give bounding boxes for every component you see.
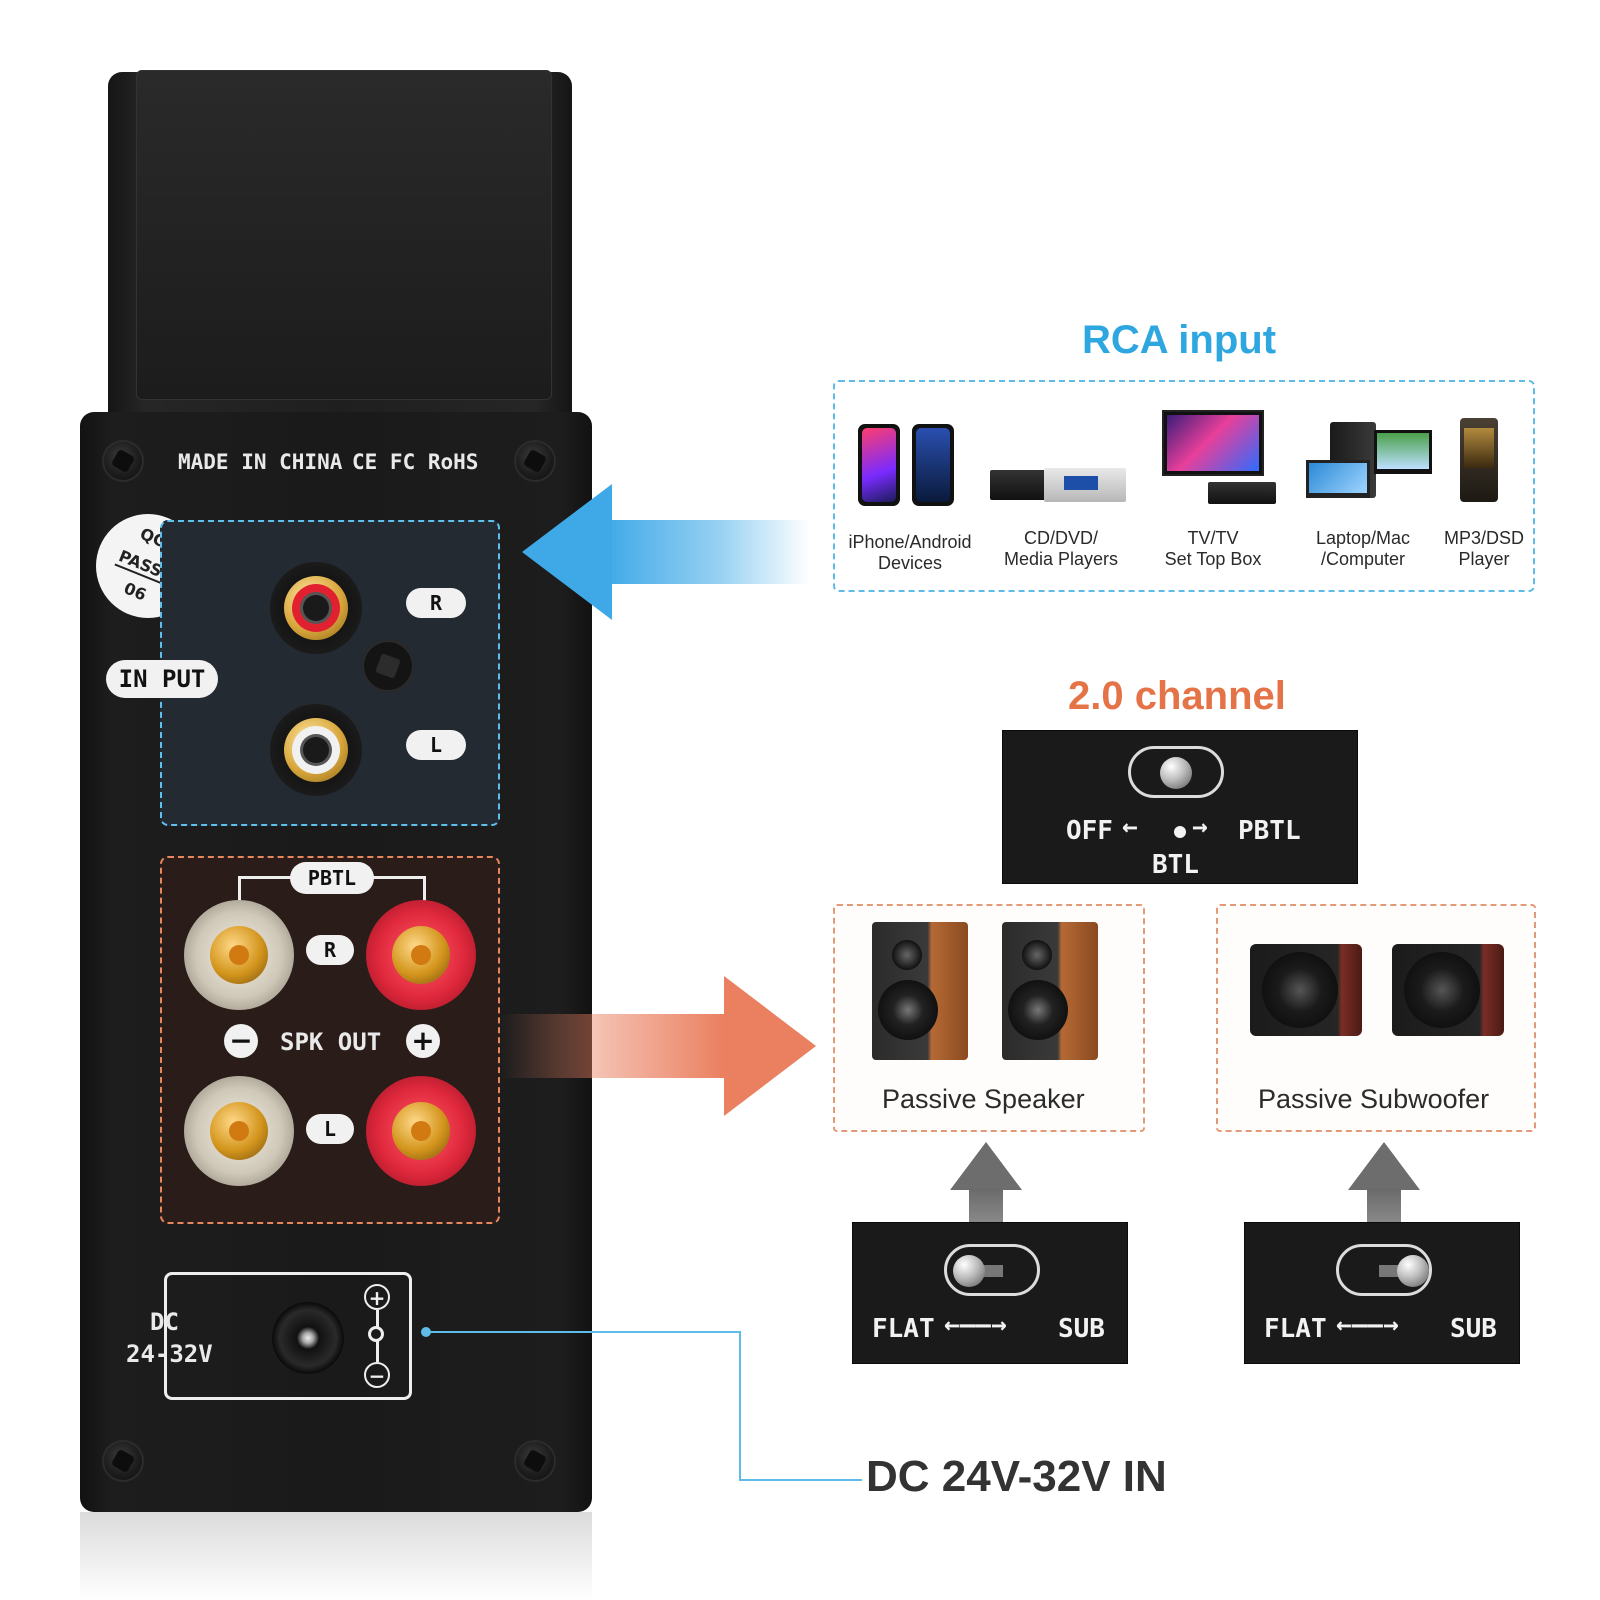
- speaker-icon: [872, 922, 968, 1060]
- certification-marks: CE FC RoHS: [352, 450, 479, 474]
- switch-btl-label: BTL: [1152, 850, 1199, 880]
- pbtl-badge: PBTL: [290, 862, 374, 894]
- cd-player-icon: [990, 470, 1050, 500]
- input-label: IN PUT: [106, 660, 218, 698]
- dc-label: DC: [150, 1308, 179, 1336]
- up-arrow-icon: [950, 1142, 1022, 1190]
- spk-channel-r-badge: R: [306, 935, 354, 965]
- laptop-icon: [1306, 460, 1370, 498]
- heatsink-top: [136, 70, 552, 400]
- set-top-box-icon: [1208, 482, 1276, 504]
- channel-switch-panel: OFF ← → PBTL BTL: [1002, 730, 1358, 884]
- hex-screw-icon: [362, 640, 414, 692]
- screw-icon: [514, 1440, 556, 1482]
- spk-channel-l-badge: L: [306, 1114, 354, 1144]
- eq-toggle-switch-subwoofer[interactable]: [1336, 1244, 1432, 1296]
- dc-power-jack[interactable]: [272, 1302, 344, 1374]
- speaker-output-arrow-head: [724, 976, 816, 1116]
- right-arrow-icon: →: [1192, 812, 1208, 842]
- panel-reflection: [80, 1512, 592, 1600]
- double-arrow-icon: ←——→: [944, 1310, 1007, 1340]
- passive-speaker-label: Passive Speaker: [882, 1084, 1085, 1114]
- device-label-cd: CD/DVD/Media Players: [1003, 528, 1119, 569]
- center-dot-icon: [1174, 826, 1186, 838]
- binding-post-right-positive[interactable]: [366, 900, 476, 1010]
- switch-pbtl-label: PBTL: [1238, 816, 1301, 846]
- rca-jack-left[interactable]: [270, 704, 362, 796]
- rca-input-arrow-head: [522, 484, 612, 620]
- tv-icon: [1162, 410, 1264, 476]
- mp3-player-icon: [1460, 418, 1498, 502]
- switch-off-label: OFF: [1066, 816, 1113, 846]
- dc-power-input-label: DC 24V-32V IN: [866, 1452, 1167, 1501]
- sub-label: SUB: [1058, 1314, 1105, 1344]
- polarity-icon: + −: [362, 1284, 394, 1388]
- screw-icon: [102, 1440, 144, 1482]
- channel-title: 2.0 channel: [1068, 674, 1286, 718]
- screw-icon: [102, 440, 144, 482]
- flat-label: FLAT: [872, 1314, 935, 1344]
- up-arrow-icon: [1348, 1142, 1420, 1190]
- eq-switch-panel-speaker: FLAT ←——→ SUB: [852, 1222, 1128, 1364]
- dc-voltage-label: 24-32V: [126, 1340, 213, 1368]
- rca-input-arrow-shaft: [605, 520, 810, 584]
- subwoofer-icon: [1392, 944, 1504, 1036]
- dc-input-frame: [164, 1272, 412, 1400]
- rca-jack-right[interactable]: [270, 562, 362, 654]
- left-arrow-icon: ←: [1122, 812, 1138, 842]
- sub-label: SUB: [1450, 1314, 1497, 1344]
- phone-icon: [912, 424, 954, 506]
- rca-devices-box: [833, 380, 1535, 592]
- passive-subwoofer-box: [1216, 904, 1536, 1132]
- phone-icon: [858, 424, 900, 506]
- speaker-icon: [1002, 922, 1098, 1060]
- device-label-computer: Laptop/Mac/Computer: [1315, 528, 1411, 569]
- screw-icon: [514, 440, 556, 482]
- monitor-icon: [1374, 430, 1432, 474]
- channel-l-badge: L: [406, 730, 466, 760]
- binding-post-right-negative[interactable]: [184, 900, 294, 1010]
- eq-toggle-switch-speaker[interactable]: [944, 1244, 1040, 1296]
- plus-icon: +: [406, 1024, 440, 1058]
- minus-icon: −: [224, 1024, 258, 1058]
- made-in-china-label: MADE IN CHINA: [178, 450, 343, 474]
- eq-switch-panel-subwoofer: FLAT ←——→ SUB: [1244, 1222, 1520, 1364]
- binding-post-left-negative[interactable]: [184, 1076, 294, 1186]
- spk-out-label: SPK OUT: [280, 1028, 382, 1056]
- media-player-icon: [1044, 468, 1126, 502]
- double-arrow-icon: ←——→: [1336, 1310, 1399, 1340]
- channel-toggle-switch[interactable]: [1128, 746, 1224, 798]
- passive-subwoofer-label: Passive Subwoofer: [1258, 1084, 1490, 1114]
- binding-post-left-positive[interactable]: [366, 1076, 476, 1186]
- polarity-plus: +: [364, 1284, 390, 1310]
- channel-r-badge: R: [406, 588, 466, 618]
- subwoofer-icon: [1250, 944, 1362, 1036]
- flat-label: FLAT: [1264, 1314, 1327, 1344]
- speaker-output-arrow-shaft: [500, 1014, 724, 1078]
- rca-input-title: RCA input: [1082, 318, 1277, 362]
- polarity-minus: −: [364, 1362, 390, 1388]
